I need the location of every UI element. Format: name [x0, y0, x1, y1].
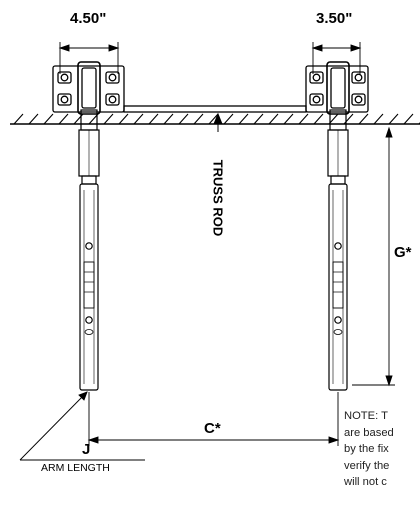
note-line: will not c: [344, 476, 387, 488]
arm-length-leader: [19, 391, 145, 461]
note-line: are based: [344, 426, 394, 439]
truss-rod-pointer: [213, 112, 223, 132]
right-width-label: 3.50": [316, 10, 353, 27]
height-label: G*: [394, 244, 412, 261]
note-line: NOTE: T: [344, 410, 388, 422]
height-dimension: [352, 126, 395, 387]
note-text: NOTE: T are based by the fix verify the …: [344, 408, 420, 491]
ceiling-hatch: [13, 113, 420, 125]
arm-label: J: [82, 441, 91, 458]
left-mounting-bracket: [52, 61, 125, 115]
left-width-dimension: [58, 42, 120, 74]
left-fixture-arm: [78, 109, 100, 391]
arm-length-label: ARM LENGTH: [41, 462, 110, 474]
right-width-dimension: [311, 42, 362, 74]
span-dimension: [87, 392, 340, 446]
right-fixture-arm: [327, 109, 349, 391]
note-line: by the fix: [344, 443, 389, 455]
span-label: C*: [204, 420, 221, 437]
truss-rod-label: TRUSS ROD: [210, 159, 226, 237]
note-line: verify the: [344, 459, 390, 472]
truss-rod: [123, 105, 307, 113]
right-mounting-bracket: [305, 61, 369, 115]
left-width-label: 4.50": [70, 10, 107, 27]
